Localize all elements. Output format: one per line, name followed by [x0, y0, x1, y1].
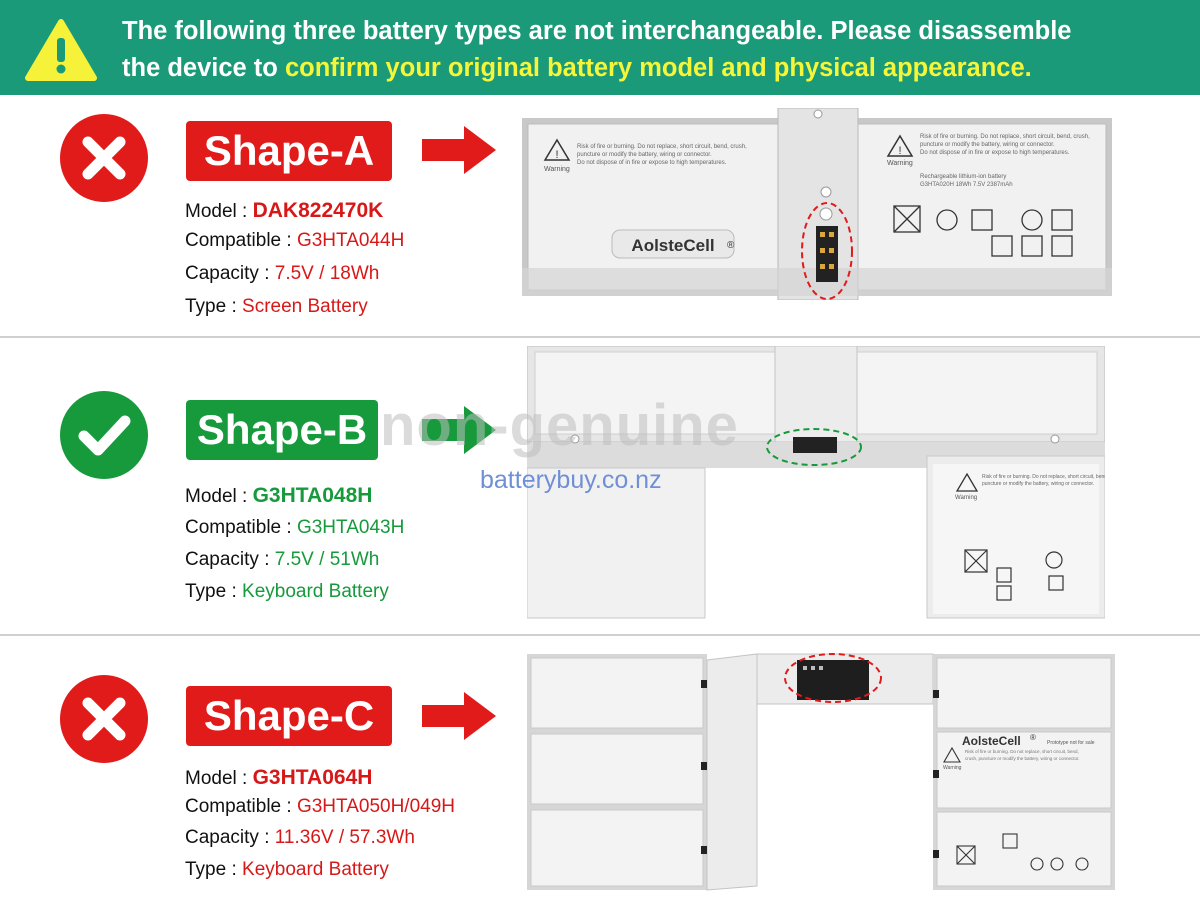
compatible-label: Compatible : — [185, 796, 292, 817]
type-value: Keyboard Battery — [242, 581, 389, 602]
svg-text:Risk of fire or burning. Do no: Risk of fire or burning. Do not replace,… — [982, 474, 1105, 480]
compatible-label: Compatible : — [185, 517, 292, 538]
shape-a-model: Model : DAK822470K — [185, 199, 383, 224]
shape-c-note: Prototype not for sale — [1047, 740, 1095, 746]
shape-c-model: Model : G3HTA064H — [185, 766, 372, 791]
svg-text:crush, puncture or modify the: crush, puncture or modify the battery, w… — [965, 756, 1079, 761]
shape-c-capacity: Capacity : 11.36V / 57.3Wh — [185, 826, 415, 850]
shape-c-warning: Warning — [943, 765, 962, 771]
type-value: Screen Battery — [242, 296, 368, 317]
arrow-right-icon — [422, 692, 496, 740]
watermark: non-genuine — [380, 393, 739, 458]
svg-text:!: ! — [555, 149, 558, 161]
shape-a-warning-left: Warning — [544, 166, 570, 173]
banner-text: The following three battery types are no… — [122, 13, 1192, 87]
compatible-value: G3HTA050H/049H — [296, 796, 456, 817]
svg-text:puncture or modify the battery: puncture or modify the battery, wiring o… — [920, 142, 1055, 148]
capacity-label: Capacity : — [185, 549, 270, 570]
svg-text:Do not dispose of in fire or e: Do not dispose of in fire or expose to h… — [920, 150, 1070, 156]
type-label: Type : — [185, 581, 237, 602]
check-icon — [60, 391, 148, 479]
arrow-right-icon — [422, 406, 496, 454]
shape-a-warning-right: Warning — [887, 160, 913, 167]
compatible-value: G3HTA043H — [296, 517, 405, 538]
section-divider-2 — [0, 634, 1200, 636]
site-watermark: batterybuy.co.nz — [480, 466, 662, 494]
warning-triangle-icon — [25, 19, 97, 81]
shape-b-type: Type : Keyboard Battery — [185, 580, 389, 604]
model-value: DAK822470K — [252, 199, 384, 222]
shape-b-capacity: Capacity : 7.5V / 51Wh — [185, 548, 379, 572]
capacity-value: 7.5V / 18Wh — [274, 263, 380, 284]
shape-b-model: Model : G3HTA048H — [185, 484, 372, 509]
svg-text:Rechargeable lithium-ion batte: Rechargeable lithium-ion battery — [920, 174, 1006, 180]
type-label: Type : — [185, 296, 237, 317]
model-value: G3HTA064H — [252, 766, 373, 789]
model-label: Model : — [185, 201, 248, 222]
svg-text:Risk of fire or burning. Do no: Risk of fire or burning. Do not replace,… — [920, 134, 1090, 140]
header-banner: The following three battery types are no… — [0, 0, 1200, 95]
svg-text:Risk of fire or burning. Do no: Risk of fire or burning. Do not replace,… — [577, 144, 747, 150]
banner-highlight: confirm your original battery model and … — [284, 54, 1032, 82]
model-label: Model : — [185, 486, 248, 507]
shape-a-type: Type : Screen Battery — [185, 295, 368, 319]
capacity-value: 7.5V / 51Wh — [274, 549, 380, 570]
capacity-label: Capacity : — [185, 263, 270, 284]
section-divider-1 — [0, 336, 1200, 338]
cross-icon — [60, 114, 148, 202]
svg-text:puncture or modify the battery: puncture or modify the battery, wiring o… — [577, 152, 712, 158]
compatible-label: Compatible : — [185, 230, 292, 251]
banner-line-2-prefix: the device to — [122, 54, 285, 82]
svg-text:G3HTA020H 18Wh 7.5V 2387mAh: G3HTA020H 18Wh 7.5V 2387mAh — [920, 182, 1013, 188]
shape-a-compatible: Compatible : G3HTA044H — [185, 229, 404, 253]
svg-text:®: ® — [1030, 733, 1036, 742]
svg-text:puncture or modify the battery: puncture or modify the battery, wiring o… — [982, 481, 1094, 487]
model-value: G3HTA048H — [252, 484, 373, 507]
model-label: Model : — [185, 768, 248, 789]
shape-b-battery-image: Warning Risk of fire or burning. Do not … — [527, 346, 1105, 619]
shape-a-brand: AolsteCell — [631, 236, 714, 255]
type-value: Keyboard Battery — [242, 859, 389, 880]
banner-line-2: the device to confirm your original batt… — [122, 50, 1192, 87]
shape-b-pill: Shape-B — [186, 400, 378, 460]
banner-line-1: The following three battery types are no… — [122, 17, 1072, 45]
svg-text:Risk of fire or burning. Do no: Risk of fire or burning. Do not replace,… — [965, 749, 1079, 754]
shape-a-battery-image: ! Warning Risk of fire or burning. Do no… — [522, 108, 1112, 300]
shape-c-battery-image: AolsteCell ® Prototype not for sale Warn… — [527, 653, 1115, 891]
shape-c-type: Type : Keyboard Battery — [185, 858, 389, 882]
shape-a-pill: Shape-A — [186, 121, 392, 181]
shape-c-brand: AolsteCell — [962, 734, 1021, 748]
shape-a-capacity: Capacity : 7.5V / 18Wh — [185, 262, 379, 286]
svg-text:Do not dispose of in fire or e: Do not dispose of in fire or expose to h… — [577, 160, 727, 166]
shape-b-compatible: Compatible : G3HTA043H — [185, 516, 404, 540]
shape-c-pill: Shape-C — [186, 686, 392, 746]
svg-text:!: ! — [898, 145, 901, 157]
svg-text:®: ® — [727, 240, 735, 251]
compatible-value: G3HTA044H — [296, 230, 405, 251]
shape-b-warning: Warning — [955, 495, 977, 501]
arrow-right-icon — [422, 126, 496, 174]
shape-c-compatible: Compatible : G3HTA050H/049H — [185, 795, 455, 819]
capacity-label: Capacity : — [185, 827, 270, 848]
cross-icon — [60, 675, 148, 763]
type-label: Type : — [185, 859, 237, 880]
capacity-value: 11.36V / 57.3Wh — [274, 827, 415, 848]
